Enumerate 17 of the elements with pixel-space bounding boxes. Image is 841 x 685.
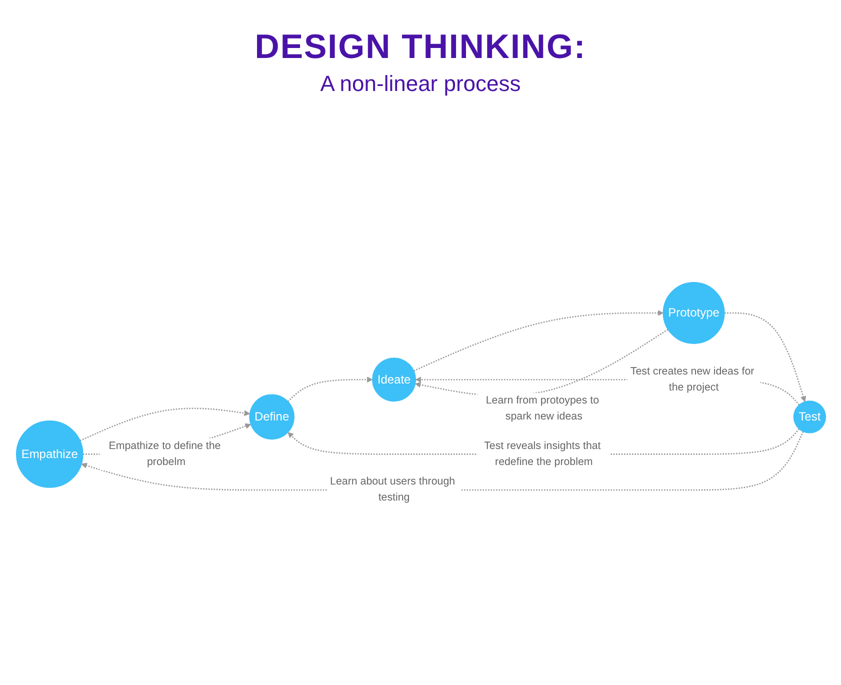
node-circle: Define [248,394,294,440]
node-circle: Empathize [16,420,83,488]
arrow [79,408,250,442]
edge-label: Learn about users through testing [330,476,455,504]
node-circle: Test [792,400,826,434]
diagram-title: DESIGN THINKING: [254,28,586,67]
arrow [286,376,372,402]
edge-label: Empathize to define the probelm [108,440,220,468]
edge-label: Test creates new ideas for the project [630,365,754,393]
arrow [724,312,806,402]
edge-label: Test reveals insights that redefine the problem [484,440,600,468]
subtitle: A non-linear process [320,71,521,97]
node-circle: Ideate [372,357,416,402]
node-circle: Prototype [662,282,724,344]
edge-label: Learn from protoypes to spark new ideas [485,394,599,422]
arrow [413,310,663,372]
arrow [80,431,804,490]
